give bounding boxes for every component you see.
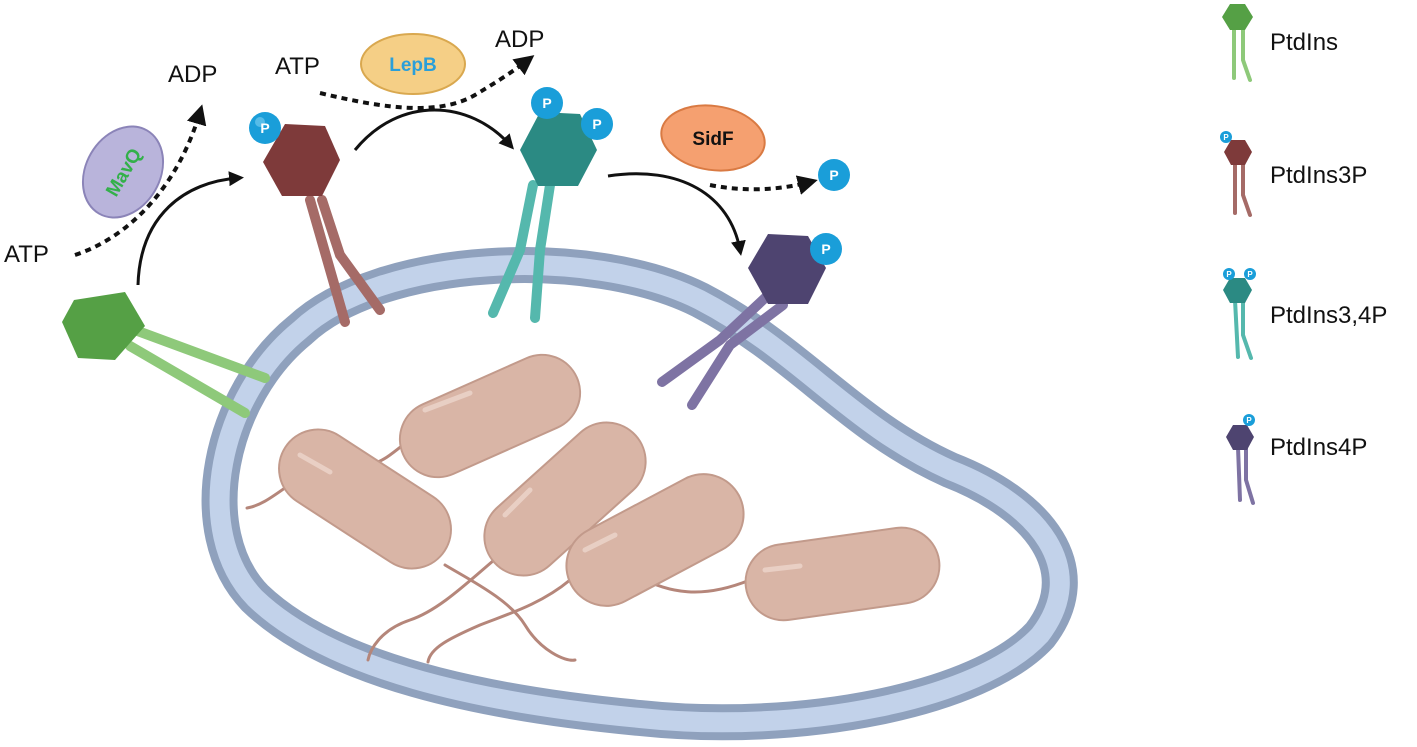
- atp-adp-arrow: [74, 104, 207, 257]
- lepb-atp-label: ATP: [275, 53, 320, 80]
- enzyme-mavq: MavQ: [81, 125, 165, 219]
- ptdins34p-icon: P P: [1223, 268, 1256, 360]
- phosphate-label: P: [592, 116, 601, 132]
- legend-label: PtdIns4P: [1270, 434, 1367, 461]
- atp-adp-arrow: [319, 55, 535, 110]
- phosphate-label: P: [1247, 270, 1253, 279]
- enzyme-lepb: LepB: [360, 33, 466, 95]
- ptdins-lipid: [62, 292, 270, 418]
- enzyme-sidf-label: SidF: [692, 129, 733, 150]
- phosphate-icon: P: [531, 87, 563, 119]
- conversion-arrow: [607, 172, 746, 256]
- phosphate-label: P: [260, 120, 269, 136]
- ptdins3p-head: [263, 124, 340, 196]
- phosphate-label: P: [821, 241, 830, 257]
- phosphate-label: P: [829, 167, 838, 183]
- legend-label: PtdIns3,4P: [1270, 302, 1387, 329]
- ptdins4p-icon: P: [1226, 414, 1255, 505]
- vacuole-membrane: [201, 247, 1078, 741]
- ptdins3p-icon: P: [1220, 131, 1252, 217]
- bacterium-flagellum: [366, 553, 502, 662]
- phosphate-label: P: [1223, 133, 1229, 142]
- bacterium-flagellum: [443, 563, 577, 662]
- legend-item-ptdins4p: P PtdIns4P: [1226, 414, 1367, 505]
- legend-item-ptdins: PtdIns: [1222, 4, 1338, 82]
- legend-label: PtdIns3P: [1270, 162, 1367, 189]
- mavq-adp-label: ADP: [168, 61, 217, 88]
- bacterium: [744, 526, 941, 622]
- bacterium-flagellum: [426, 578, 572, 664]
- conversion-arrow: [136, 171, 244, 286]
- phosphate-label: P: [542, 95, 551, 111]
- conversion-arrow: [353, 108, 514, 151]
- phosphate-icon: P: [810, 233, 842, 265]
- ptdins4p-lipid: P: [657, 233, 842, 410]
- phosphate-icon: P: [818, 159, 850, 191]
- phosphate-label: P: [1246, 416, 1252, 425]
- ptdins4p-head: [748, 234, 826, 304]
- bacterium: [398, 353, 582, 479]
- phosphate-icon: P: [249, 112, 281, 144]
- bacterium: [565, 473, 745, 607]
- bacterium: [278, 428, 452, 570]
- ptdins34p-head: [520, 112, 597, 186]
- legend-item-ptdins3p: P PtdIns3P: [1220, 131, 1367, 217]
- bacteria-group: [245, 353, 941, 664]
- ptdins34p-lipid: P P: [488, 87, 613, 323]
- ptdins-icon: [1222, 4, 1253, 82]
- legend-item-ptdins34p: P P PtdIns3,4P: [1223, 268, 1387, 360]
- phosphate-label: P: [1226, 270, 1232, 279]
- enzyme-lepb-label: LepB: [389, 55, 437, 76]
- legend: PtdIns P PtdIns3P P P PtdIns3,4P: [1220, 4, 1387, 505]
- phosphate-icon: P: [581, 108, 613, 140]
- reaction-arrows: P: [74, 55, 850, 286]
- lepb-adp-label: ADP: [495, 26, 544, 53]
- mavq-atp-label: ATP: [4, 241, 49, 268]
- phosphate-release-arrow: [709, 175, 818, 195]
- enzyme-sidf: SidF: [660, 104, 766, 172]
- ptdins-head: [62, 292, 145, 360]
- ptdins3p-lipid: P: [249, 112, 385, 327]
- legend-label: PtdIns: [1270, 29, 1338, 56]
